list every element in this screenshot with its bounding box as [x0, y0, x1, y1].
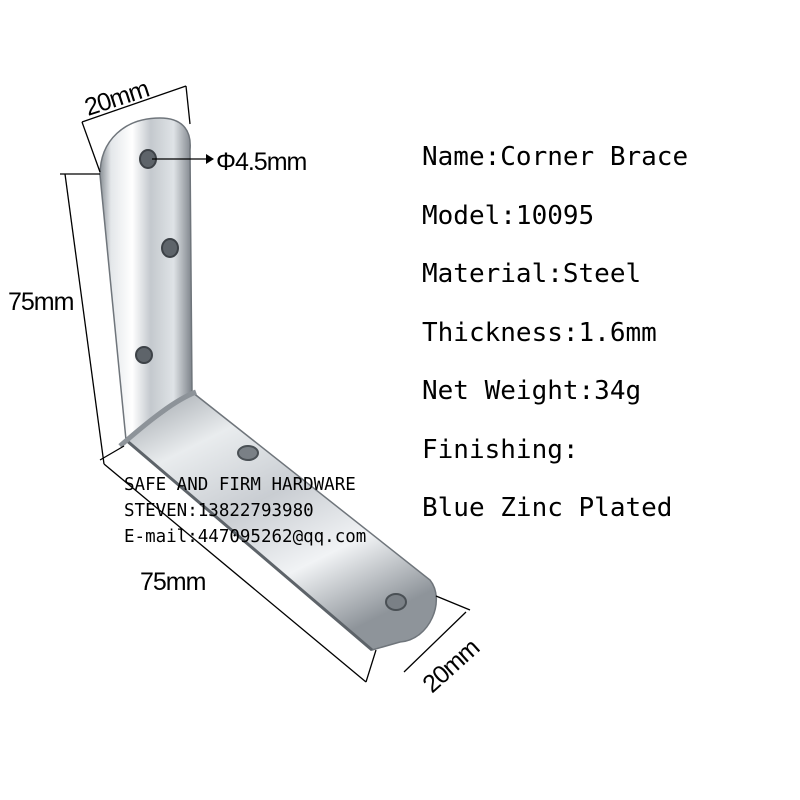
dimension-line-horizontal	[103, 463, 367, 683]
dimension-line-end-width	[403, 611, 467, 673]
contact-block: SAFE AND FIRM HARDWARE STEVEN:1382279398…	[124, 472, 366, 550]
spec-finishing-value: Blue Zinc Plated	[422, 493, 673, 523]
spec-net-weight: Net Weight:34g	[422, 376, 642, 406]
spec-material: Material:Steel	[422, 259, 642, 289]
brace-bend	[118, 389, 197, 448]
spec-name: Name:Corner Brace	[422, 142, 689, 172]
company-name: SAFE AND FIRM HARDWARE	[124, 475, 356, 495]
dimension-line-top-width	[81, 85, 187, 123]
spec-model: Model:10095	[422, 200, 595, 231]
spec-list: Name:Corner Brace Model:10095 Material:S…	[422, 138, 688, 548]
dimension-line-vertical	[64, 173, 105, 465]
hole-icon	[161, 238, 179, 258]
spec-thickness: Thickness:1.6mm	[422, 317, 657, 348]
hole-icon	[385, 593, 407, 611]
contact-email: E-mail:447095262@qq.com	[124, 527, 367, 547]
contact-phone: STEVEN:13822793980	[124, 501, 314, 521]
dim-label-hole-diameter: Φ4.5mm	[216, 148, 307, 176]
dim-label-vertical-length: 75mm	[8, 288, 74, 316]
dim-label-end-width: 20mm	[417, 634, 485, 699]
brace-vertical-leg	[99, 117, 193, 442]
brace-horizontal-edge	[125, 438, 373, 652]
hole-icon	[135, 346, 153, 364]
brace-horizontal-leg	[124, 391, 437, 651]
hole-icon	[237, 445, 259, 461]
dim-label-top-width: 20mm	[81, 75, 152, 122]
spec-finishing-label: Finishing:	[422, 434, 579, 465]
dim-label-horizontal-length: 75mm	[140, 568, 206, 596]
